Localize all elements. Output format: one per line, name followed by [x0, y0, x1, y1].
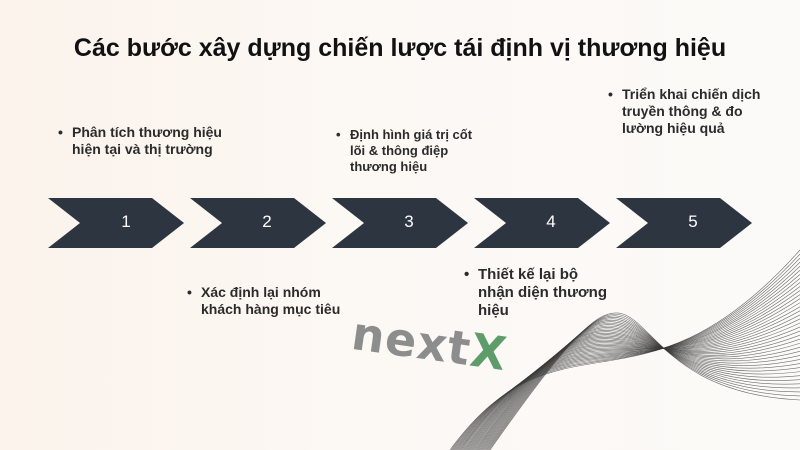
- step-1-number: 1: [121, 212, 131, 231]
- wave-line: [485, 318, 800, 450]
- wave-line: [487, 315, 800, 450]
- wave-line: [459, 286, 800, 450]
- wave-line: [483, 321, 800, 450]
- wave-line: [478, 327, 800, 450]
- wave-line: [489, 312, 800, 450]
- wave-line: [474, 332, 800, 450]
- step-4-number: 4: [546, 212, 556, 231]
- wave-line: [488, 313, 800, 450]
- bullet: •: [187, 284, 192, 300]
- step-2-label: Xác định lại nhóm khách hàng mục tiêu: [201, 284, 341, 317]
- wave-line: [460, 290, 800, 450]
- step-5-number: 5: [688, 212, 698, 231]
- wave-line: [482, 322, 800, 450]
- wave-line: [486, 316, 800, 450]
- page-title: Các bước xây dựng chiến lược tái định vị…: [73, 34, 727, 62]
- wave-line: [473, 334, 800, 450]
- step-5-text: • Triển khai chiến dịch truyền thông & đ…: [608, 86, 762, 137]
- wave-line: [461, 294, 800, 450]
- step-3-number: 3: [404, 212, 414, 231]
- step-3-text: • Định hình giá trị cốt lõi & thông điệp…: [336, 127, 480, 175]
- wave-line: [477, 328, 800, 450]
- step-5-label: Triển khai chiến dịch truyền thông & đo …: [622, 86, 761, 136]
- bullet: •: [608, 86, 613, 102]
- bullet: •: [336, 127, 341, 142]
- wave-line: [457, 278, 800, 450]
- wave-line: [469, 322, 800, 450]
- bullet: •: [464, 266, 470, 283]
- wave-line: [472, 334, 800, 450]
- chevron-2: [190, 198, 326, 248]
- wave-line: [458, 282, 800, 450]
- wave-line: [476, 329, 800, 450]
- step-4-label: Thiết kế lại bộ nhận diện thương hiệu: [478, 266, 608, 319]
- wave-line: [470, 326, 800, 450]
- step-3-label: Định hình giá trị cốt lõi & thông điệp t…: [350, 127, 473, 174]
- chevron-5: [616, 198, 752, 248]
- wave-line: [463, 302, 800, 450]
- step-2-text: • Xác định lại nhóm khách hàng mục tiêu: [187, 284, 351, 318]
- bullet: •: [58, 124, 63, 140]
- wave-line: [484, 319, 800, 450]
- wave-line: [464, 306, 800, 450]
- chevron-4: [474, 198, 610, 248]
- step-4-text: • Thiết kế lại bộ nhận diện thương hiệu: [464, 266, 608, 320]
- chevron-1: [48, 198, 184, 248]
- wave-line: [475, 331, 800, 450]
- wave-line: [481, 324, 800, 450]
- wave-line: [462, 298, 800, 450]
- step-2-number: 2: [262, 212, 272, 231]
- chevron-3: [332, 198, 468, 248]
- wave-line: [480, 325, 800, 450]
- wave-line: [465, 310, 800, 450]
- logo-text-x: X: [466, 322, 511, 382]
- wave-line: [467, 314, 800, 450]
- wave-line: [471, 330, 800, 450]
- step-1-text: • Phân tích thương hiệu hiện tại và thị …: [58, 124, 222, 158]
- wave-line: [468, 318, 800, 450]
- step-1-label: Phân tích thương hiệu hiện tại và thị tr…: [72, 124, 222, 157]
